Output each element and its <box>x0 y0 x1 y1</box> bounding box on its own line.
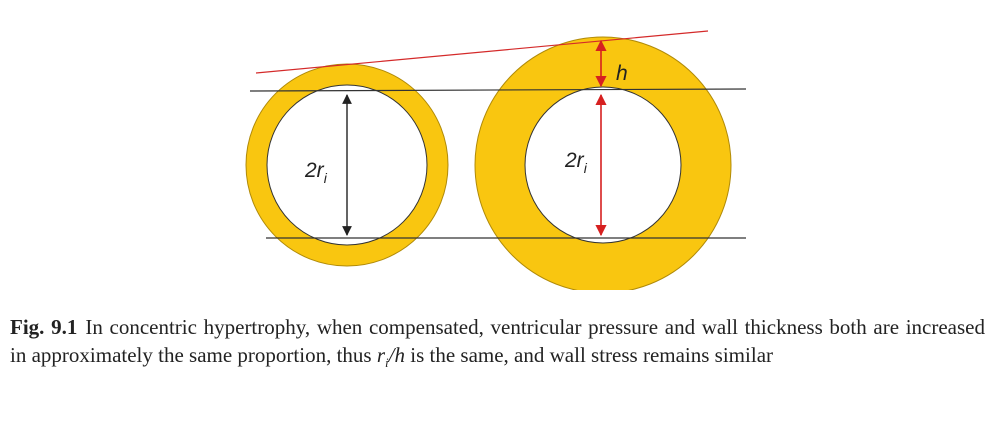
top-reference-line <box>249 88 747 92</box>
caption-text-end: is the same, and wall stress remains sim… <box>405 343 774 367</box>
concentric-hypertrophy-diagram: 2ri 2ri h <box>245 30 747 290</box>
right-ventricle-ring <box>474 36 732 290</box>
left-diameter-label: 2ri <box>304 159 328 186</box>
right-diameter-label: 2ri <box>564 149 588 176</box>
outer-wall-tangent-line <box>255 30 709 74</box>
figure-number: Fig. 9.1 <box>10 315 78 339</box>
thickness-label: h <box>616 62 628 85</box>
caption-ratio: ri/h <box>376 343 405 371</box>
caption-text-start: In concentric hypertrophy, when compensa… <box>10 315 985 367</box>
right-inner-cavity <box>524 86 682 244</box>
